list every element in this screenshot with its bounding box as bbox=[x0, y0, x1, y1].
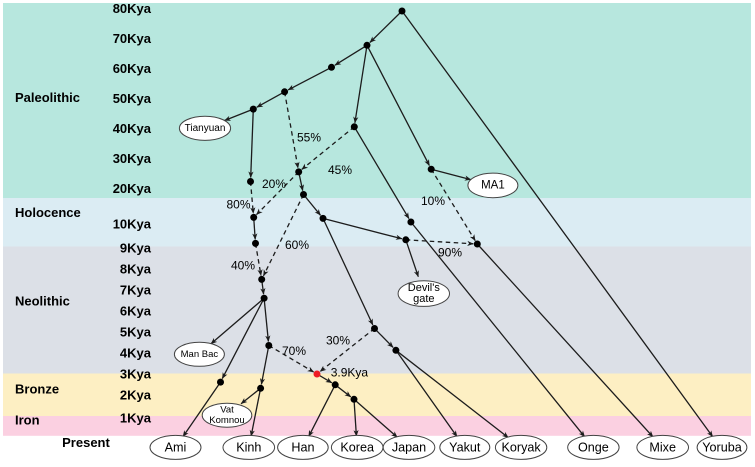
svg-text:90%: 90% bbox=[438, 246, 462, 260]
svg-text:Korea: Korea bbox=[340, 440, 374, 454]
svg-text:Present: Present bbox=[62, 435, 110, 450]
svg-text:40Kya: 40Kya bbox=[113, 121, 152, 136]
svg-text:Devil's: Devil's bbox=[408, 282, 441, 294]
svg-text:45%: 45% bbox=[328, 163, 352, 177]
svg-text:30%: 30% bbox=[326, 334, 350, 348]
svg-text:10%: 10% bbox=[421, 194, 445, 208]
svg-text:Bronze: Bronze bbox=[15, 382, 59, 397]
svg-text:Man Bac: Man Bac bbox=[181, 349, 219, 360]
svg-text:5Kya: 5Kya bbox=[120, 325, 152, 340]
svg-text:60%: 60% bbox=[285, 238, 309, 252]
svg-text:Yakut: Yakut bbox=[449, 440, 481, 454]
svg-text:7Kya: 7Kya bbox=[120, 283, 152, 298]
svg-text:Japan: Japan bbox=[392, 440, 426, 454]
svg-text:3Kya: 3Kya bbox=[120, 367, 152, 382]
svg-text:60Kya: 60Kya bbox=[113, 61, 152, 76]
svg-text:Koryak: Koryak bbox=[501, 440, 541, 454]
svg-text:Vat: Vat bbox=[220, 405, 234, 416]
svg-text:Iron: Iron bbox=[15, 413, 40, 428]
svg-text:20Kya: 20Kya bbox=[113, 181, 152, 196]
svg-text:10Kya: 10Kya bbox=[113, 217, 152, 232]
svg-text:70Kya: 70Kya bbox=[113, 31, 152, 46]
svg-text:9Kya: 9Kya bbox=[120, 241, 152, 256]
svg-text:Paleolithic: Paleolithic bbox=[15, 90, 80, 105]
svg-text:40%: 40% bbox=[231, 259, 255, 273]
svg-text:1Kya: 1Kya bbox=[120, 411, 152, 426]
svg-text:Kinh: Kinh bbox=[236, 440, 261, 454]
svg-text:50Kya: 50Kya bbox=[113, 91, 152, 106]
svg-text:Han: Han bbox=[291, 440, 314, 454]
svg-text:Komnou: Komnou bbox=[209, 415, 244, 426]
svg-text:6Kya: 6Kya bbox=[120, 304, 152, 319]
svg-text:20%: 20% bbox=[262, 177, 286, 191]
svg-text:Holocence: Holocence bbox=[15, 205, 81, 220]
svg-text:80%: 80% bbox=[227, 198, 251, 212]
svg-text:Ami: Ami bbox=[165, 440, 187, 454]
svg-text:3.9Kya: 3.9Kya bbox=[331, 366, 369, 380]
svg-text:Onge: Onge bbox=[578, 440, 609, 454]
svg-text:70%: 70% bbox=[282, 344, 306, 358]
svg-text:MA1: MA1 bbox=[481, 179, 505, 191]
svg-text:gate: gate bbox=[413, 293, 434, 305]
svg-text:Neolithic: Neolithic bbox=[15, 294, 70, 309]
svg-text:4Kya: 4Kya bbox=[120, 346, 152, 361]
svg-text:2Kya: 2Kya bbox=[120, 388, 152, 403]
svg-text:Mixe: Mixe bbox=[649, 440, 676, 454]
svg-text:55%: 55% bbox=[297, 131, 321, 145]
svg-text:Tianyuan: Tianyuan bbox=[185, 123, 226, 134]
svg-text:30Kya: 30Kya bbox=[113, 151, 152, 166]
svg-text:Yoruba: Yoruba bbox=[702, 440, 741, 454]
svg-text:8Kya: 8Kya bbox=[120, 262, 152, 277]
svg-text:80Kya: 80Kya bbox=[113, 1, 152, 16]
